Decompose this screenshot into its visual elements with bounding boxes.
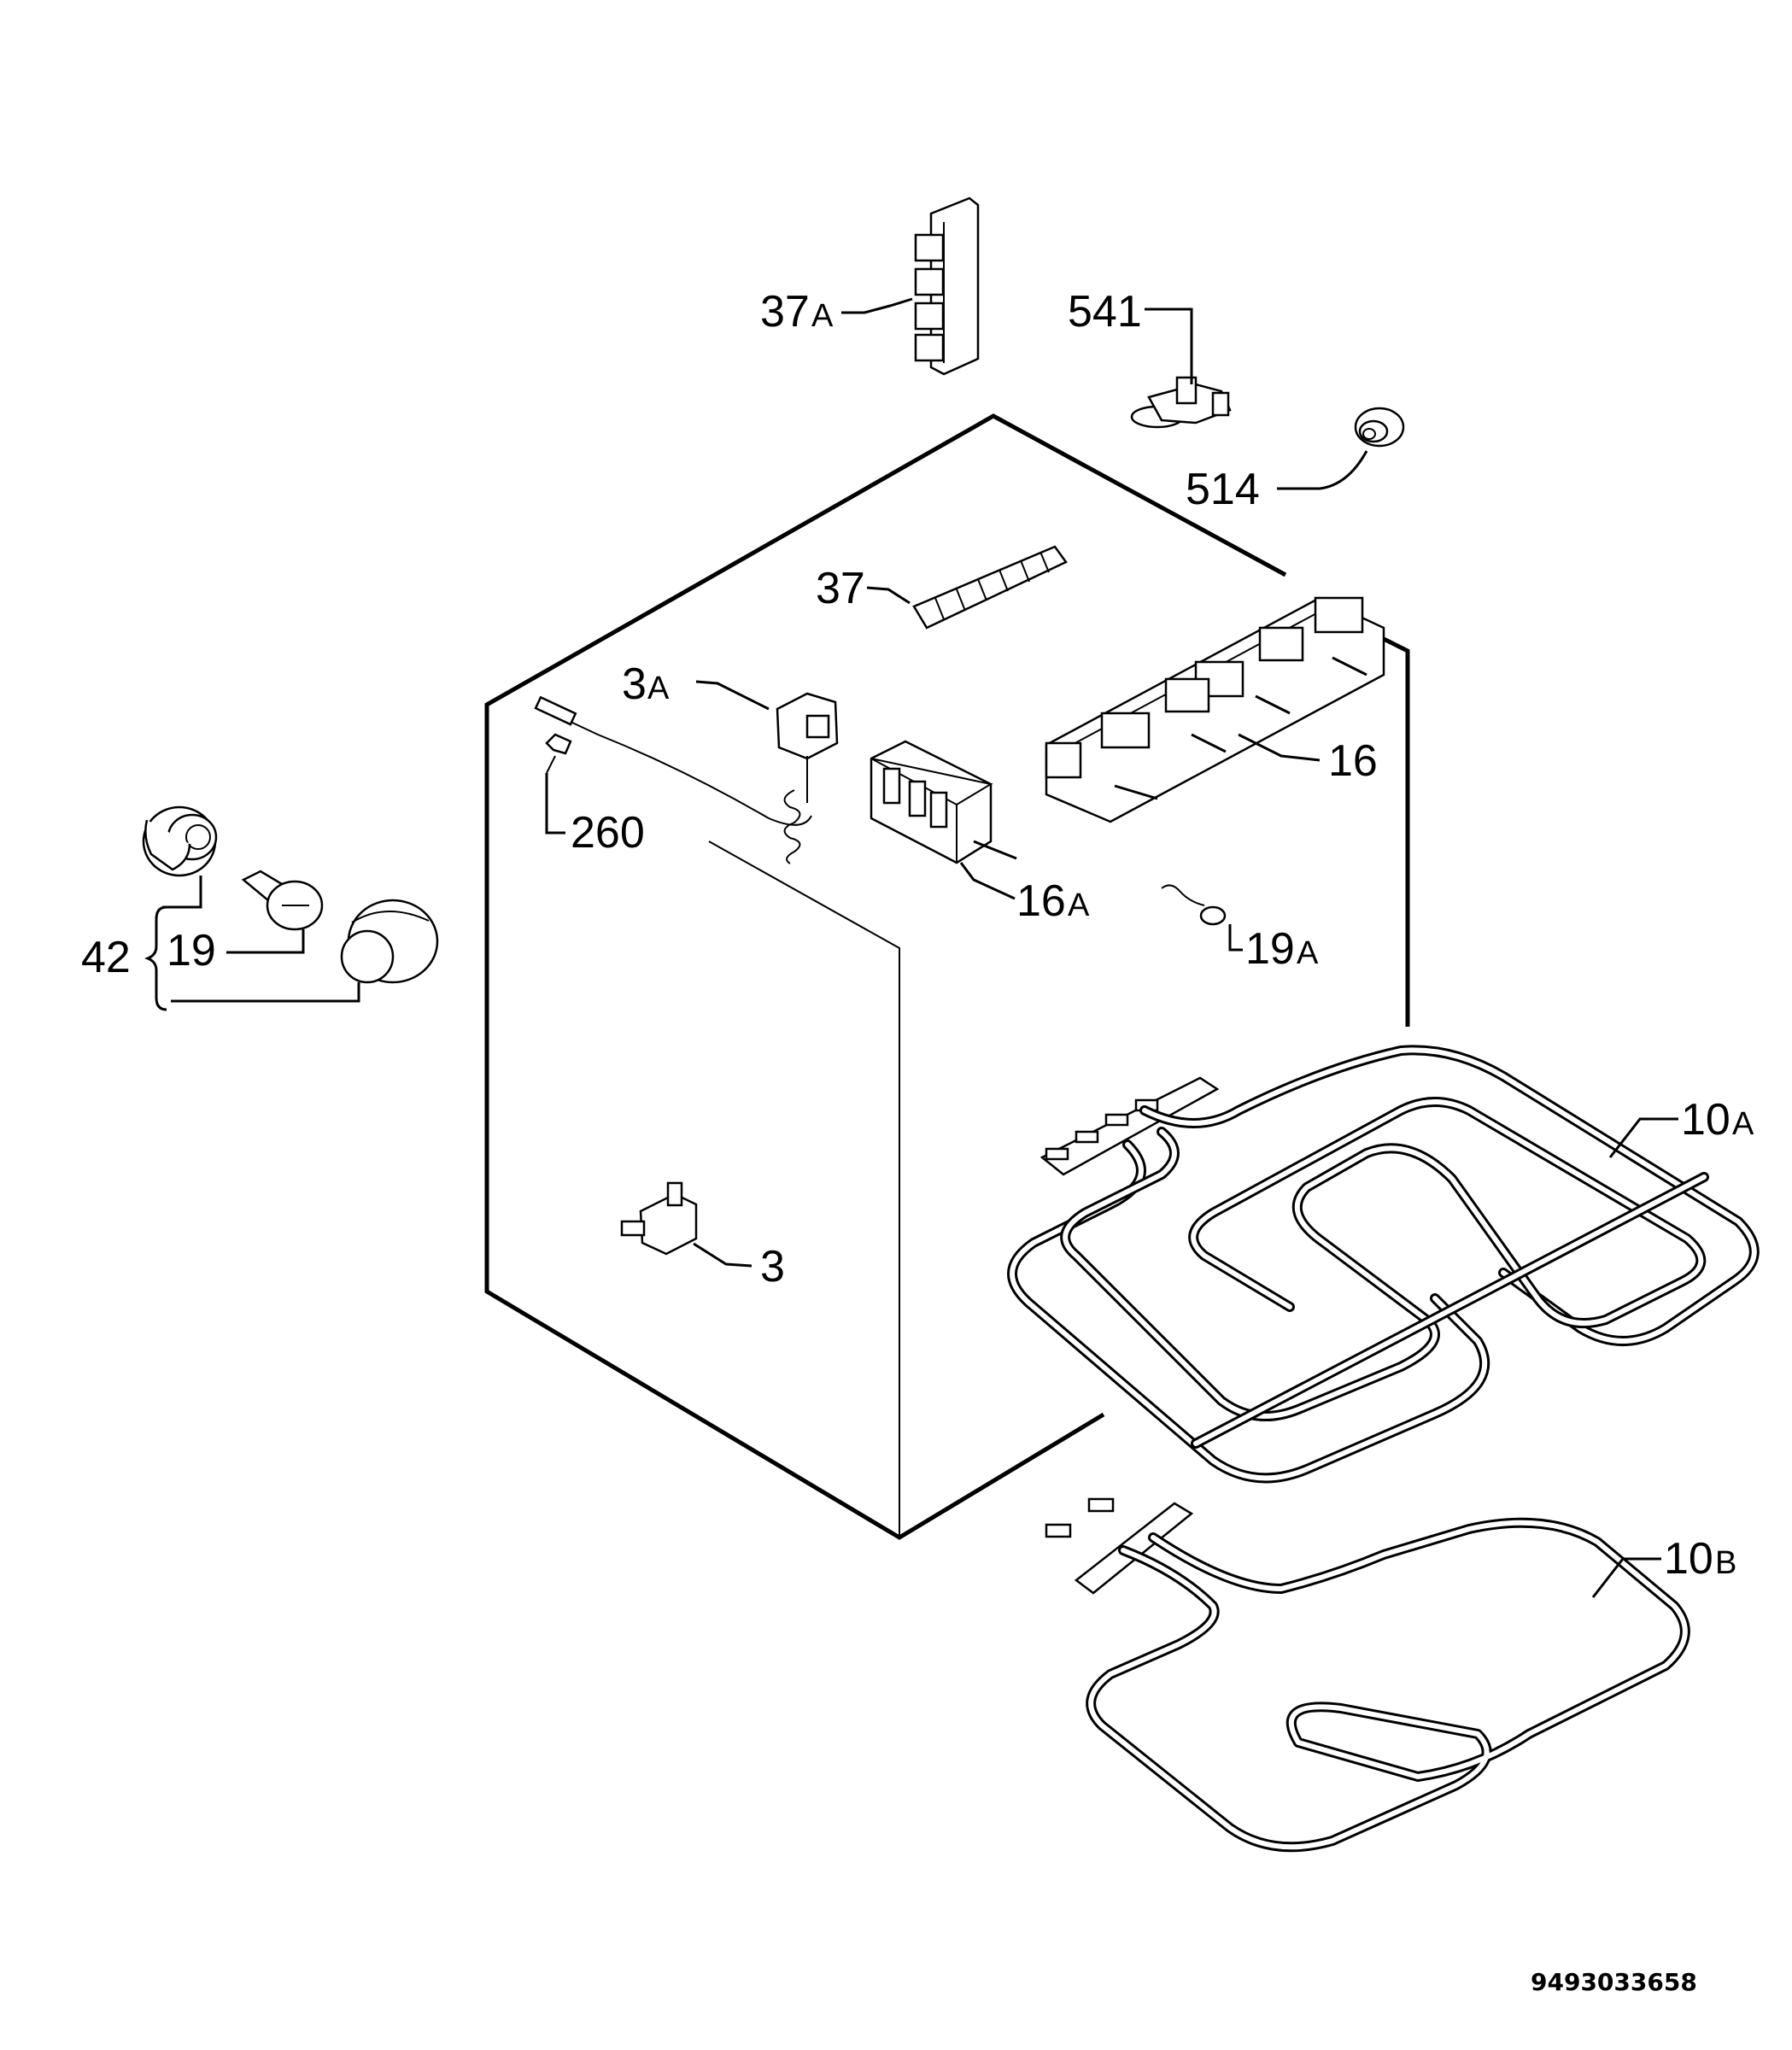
label-3a-suffix: A: [647, 671, 670, 706]
label-19: 19: [167, 926, 216, 975]
leader-541: [1145, 308, 1193, 384]
lamp-cover: [340, 899, 439, 984]
label-42: 42: [81, 933, 131, 982]
sensor-260: [534, 695, 577, 774]
selector-switch-16a: [870, 740, 1017, 864]
leader-3a: [695, 680, 770, 711]
label-37: 37: [816, 564, 865, 613]
terminal-bar-37a: [914, 196, 980, 376]
label-541: 541: [1068, 287, 1142, 337]
label-3: 3: [760, 1242, 785, 1292]
label-16: 16: [1328, 736, 1378, 786]
label-514: 514: [1186, 465, 1260, 514]
label-3a-number: 3: [622, 659, 647, 709]
leader-42-holder: [162, 876, 202, 909]
label-19a-suffix: A: [1297, 935, 1319, 971]
bracket-541: [1130, 376, 1232, 429]
leader-19: [226, 929, 305, 954]
leader-10b: [1591, 1557, 1661, 1598]
terminal-strip-37: [912, 545, 1068, 630]
label-37a-suffix: A: [811, 298, 834, 334]
label-19a-number: 19: [1245, 924, 1295, 974]
leader-3: [693, 1242, 753, 1268]
label-37a-number: 37: [760, 287, 810, 337]
oven-housing-outline: [484, 413, 1410, 1540]
indicator-lamp-19a: [1161, 884, 1227, 926]
label-10b-number: 10: [1664, 1534, 1713, 1584]
label-10b-suffix: B: [1715, 1545, 1736, 1581]
lamp-holder: [142, 805, 218, 877]
leader-19a: [1228, 924, 1243, 952]
bottom-element-10b: [1045, 1497, 1690, 1853]
thermostat-3a: [546, 692, 839, 864]
label-16a-number: 16: [1016, 876, 1066, 926]
document-number: 9493033658: [1531, 1968, 1697, 1996]
label-10a-suffix: A: [1732, 1106, 1754, 1142]
thermal-cutout-3: [620, 1181, 698, 1256]
lamp-bulb-19: [241, 870, 324, 931]
selector-switch-block-16: [1045, 596, 1385, 823]
leader-16: [1238, 733, 1321, 762]
leader-10a: [1608, 1117, 1678, 1158]
grill-element-10a: [1007, 1045, 1760, 1484]
label-16a-suffix: A: [1068, 887, 1090, 923]
bracket-42: [143, 905, 167, 1011]
leader-37a: [841, 297, 913, 314]
label-10a-number: 10: [1681, 1095, 1731, 1145]
grommet-514: [1354, 407, 1405, 448]
leader-260: [545, 773, 565, 835]
leader-42-cover: [171, 982, 360, 1003]
leader-37: [866, 586, 911, 605]
label-260: 260: [571, 808, 645, 858]
leader-16a: [959, 862, 1016, 900]
leader-514: [1277, 450, 1368, 490]
